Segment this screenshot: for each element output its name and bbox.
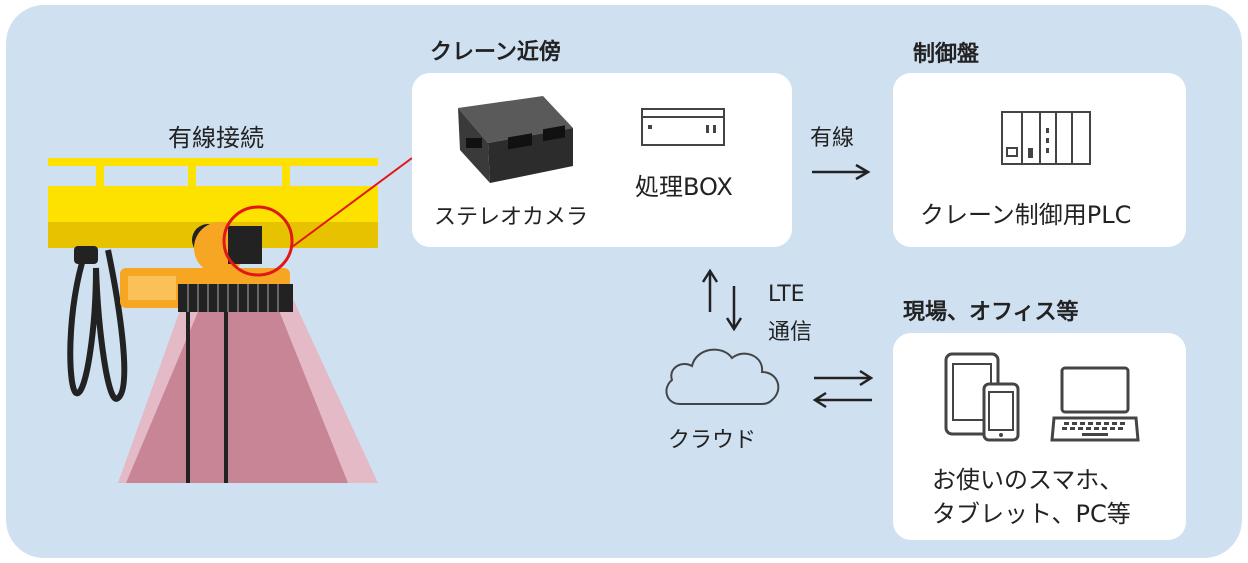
lte-label-line2: 通信 [768,320,813,345]
crane-rail-top [48,158,378,166]
control-panel-title: 制御盤 [913,42,980,67]
site-office-title: 現場、オフィス等 [903,300,1079,325]
power-cable [67,249,128,402]
crane-illustration [48,158,378,483]
cloud-icon [665,348,780,405]
devices-label-line2: タブレット、PC等 [932,500,1131,528]
stereo-camera-on-crane [228,226,262,264]
processing-box-icon [641,108,725,146]
stereo-camera-label: ステレオカメラ [434,205,589,230]
camera-fov-inner [126,288,348,483]
tablet-smartphone-icon [944,352,1020,442]
right-arrow-icon [812,163,871,181]
up-down-arrows-icon [701,268,743,332]
plc-icon [1001,111,1091,165]
lte-label-line1: LTE [768,282,805,307]
wired-connection-label: 有線接続 [168,124,264,152]
devices-label-line1: お使いのスマホ、 [932,466,1124,494]
plc-label: クレーン制御用PLC [920,201,1132,229]
cloud-label: クラウド [668,428,757,453]
bidirectional-arrows-icon [812,369,874,409]
crane-area-title: クレーン近傍 [430,40,561,65]
stereo-camera-icon [458,96,573,183]
camera-highlight-circle [222,205,294,277]
laptop-icon [1050,366,1140,442]
processing-box-label: 処理BOX [635,173,733,201]
wired-arrow-label: 有線 [810,126,855,151]
